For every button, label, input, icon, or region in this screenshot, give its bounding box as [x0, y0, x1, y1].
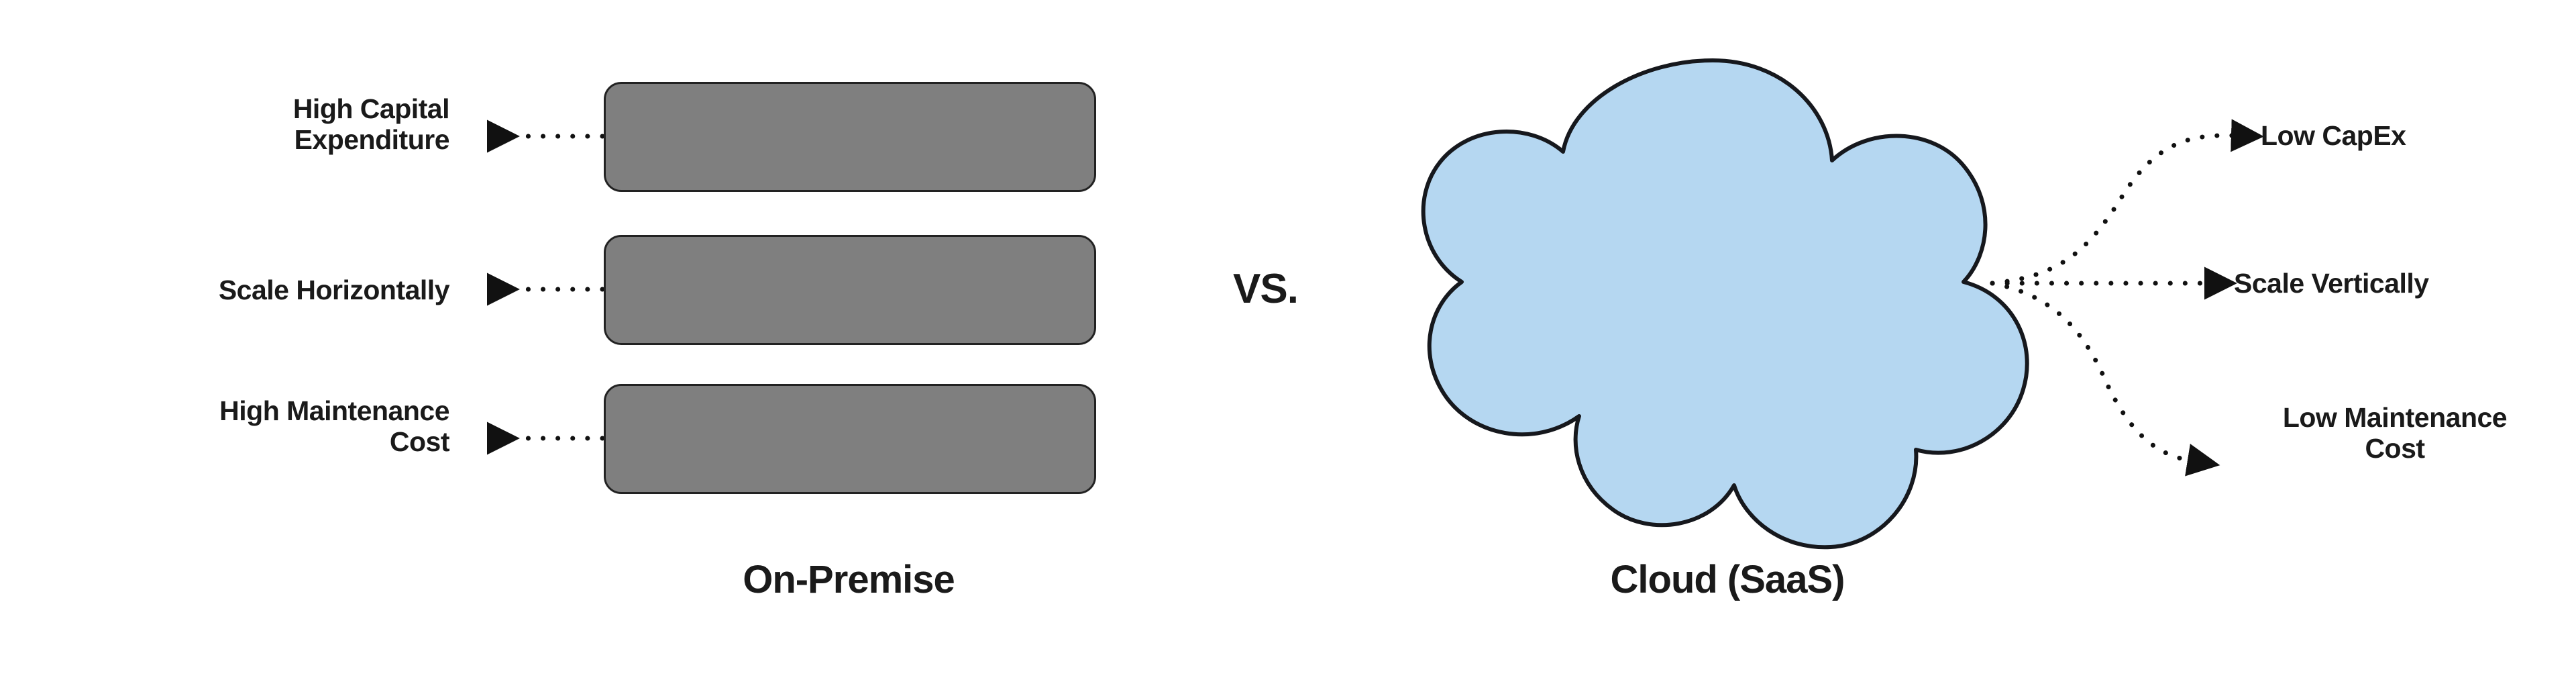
server-box-2	[604, 235, 1096, 345]
onpremise-caption: On-Premise	[743, 558, 955, 601]
server-box-3	[604, 384, 1096, 494]
versus-separator: VS.	[1233, 266, 1299, 312]
onprem-attribute-label-2: Scale Horizontally	[218, 275, 450, 305]
cloud-caption: Cloud (SaaS)	[1610, 558, 1845, 601]
cloud-connector-low-capex	[1990, 119, 2264, 286]
cloud-attribute-label-3: Low Maintenance Cost	[2282, 402, 2508, 464]
cloud-connector-low-maintenance	[1990, 281, 2220, 477]
onprem-attribute-label-3: High Maintenance Cost	[219, 395, 449, 457]
cloud-attribute-label-2: Scale Vertically	[2234, 268, 2429, 299]
cloud-attribute-label-1: Low CapEx	[2261, 120, 2406, 151]
onprem-attribute-label-1: High Capital Expenditure	[292, 93, 450, 155]
server-box-1	[604, 82, 1096, 192]
cloud-shape	[1421, 58, 2029, 550]
